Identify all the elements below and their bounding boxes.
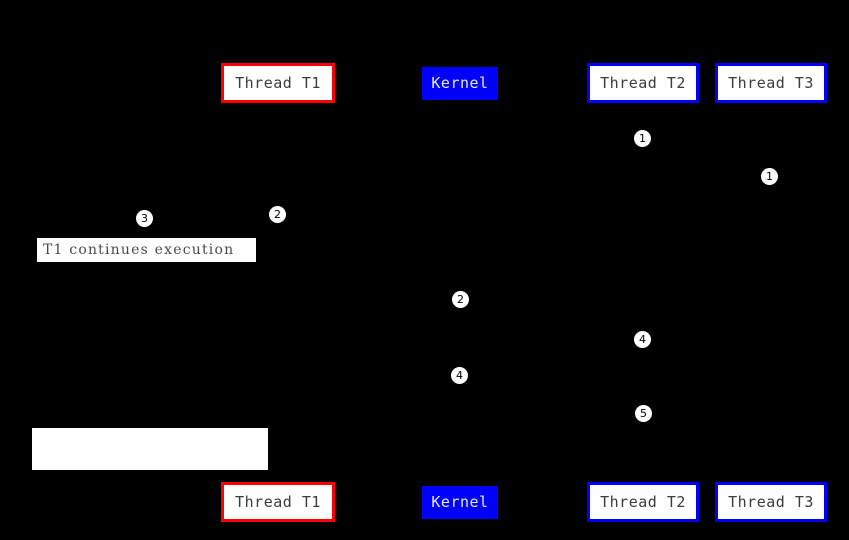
participant-thread-t3-top[interactable]: Thread T3	[715, 63, 827, 103]
participant-label: Thread T3	[728, 73, 814, 92]
step-badge-t1-2: 2	[269, 206, 286, 223]
participant-label: Thread T1	[235, 492, 321, 511]
participant-thread-t1-top[interactable]: Thread T1	[221, 63, 335, 103]
step-badge-label: 1	[766, 170, 773, 183]
step-badge-t2-5: 5	[635, 405, 652, 422]
participant-thread-t2-bottom[interactable]: Thread T2	[587, 482, 699, 522]
participant-thread-t1-bottom[interactable]: Thread T1	[221, 482, 335, 522]
step-badge-label: 4	[456, 369, 463, 382]
step-badge-label: 2	[274, 208, 281, 221]
step-badge-t1-3: 3	[136, 210, 153, 227]
participant-label: Thread T1	[235, 73, 321, 92]
participant-label: Thread T3	[728, 492, 814, 511]
step-badge-kernel-2: 2	[452, 291, 469, 308]
participant-thread-t2-top[interactable]: Thread T2	[587, 63, 699, 103]
step-badge-t2-4: 4	[634, 331, 651, 348]
participant-thread-t3-bottom[interactable]: Thread T3	[715, 482, 827, 522]
participant-label: Thread T2	[600, 492, 686, 511]
step-badge-t3-1: 1	[761, 168, 778, 185]
lifeline-thread-t3	[771, 103, 772, 482]
step-badge-t2-1: 1	[634, 130, 651, 147]
step-badge-label: 2	[457, 293, 464, 306]
lifeline-thread-t2	[643, 103, 644, 482]
step-badge-label: 1	[639, 132, 646, 145]
step-badge-label: 5	[640, 407, 647, 420]
note-text: T1 continues execution	[43, 242, 235, 258]
step-badge-kernel-4: 4	[451, 367, 468, 384]
participant-label: Thread T2	[600, 73, 686, 92]
participant-kernel-top[interactable]: Kernel	[422, 67, 498, 100]
step-badge-label: 4	[639, 333, 646, 346]
step-badge-label: 3	[141, 212, 148, 225]
participant-label: Kernel	[431, 74, 489, 92]
lifeline-thread-t1	[278, 103, 279, 482]
participant-kernel-bottom[interactable]: Kernel	[422, 486, 498, 519]
note-t1-continues-execution: T1 continues execution	[36, 237, 257, 263]
participant-label: Kernel	[431, 493, 489, 511]
note-blank-panel	[32, 428, 268, 470]
